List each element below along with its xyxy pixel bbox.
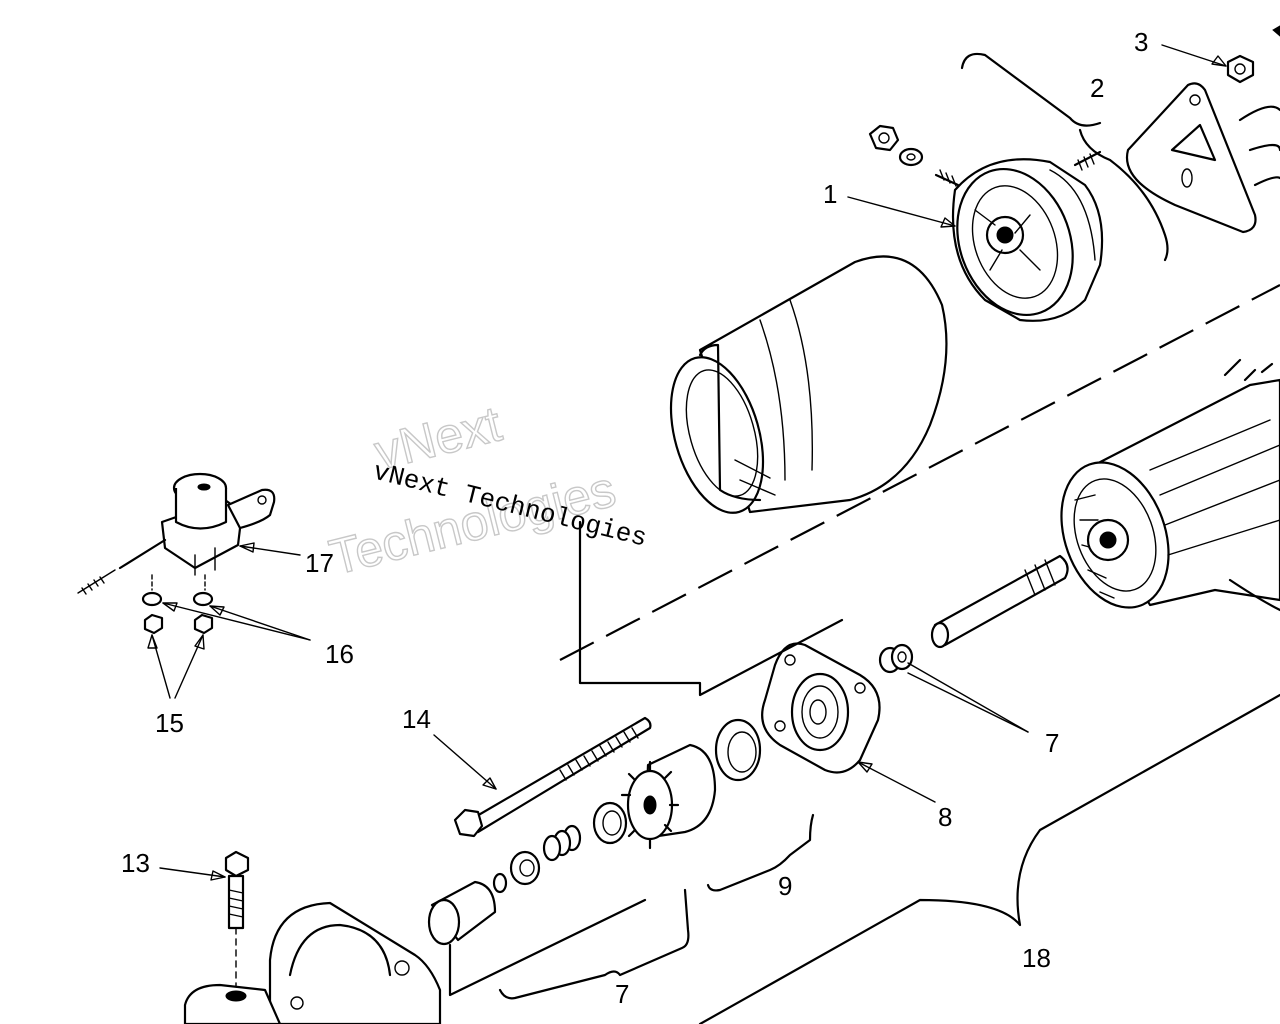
callout-17: 17	[305, 548, 334, 578]
watermark: vNext Technologies vNext Technologies	[323, 395, 649, 587]
bracket-part-2	[960, 52, 1169, 262]
end-bracket-plate	[1125, 82, 1280, 234]
assembly-axis-line	[559, 284, 1280, 661]
callout-8: 8	[938, 802, 952, 832]
leader-lines	[147, 44, 1280, 1024]
callout-3: 3	[1134, 27, 1148, 57]
callout-2: 2	[1090, 73, 1104, 103]
callout-13: 13	[121, 848, 150, 878]
drive-end-plate-part-8	[761, 642, 881, 774]
bushing	[427, 880, 497, 946]
callout-15: 15	[155, 708, 184, 738]
field-frame-housing	[669, 255, 948, 514]
callout-16: 16	[325, 639, 354, 669]
pinion-gear	[620, 743, 717, 850]
washer-pair-part-7	[878, 643, 914, 674]
through-bolt-part-14	[453, 716, 652, 838]
callout-7-lower: 7	[615, 979, 629, 1009]
callout-1: 1	[823, 179, 837, 209]
callout-9: 9	[778, 871, 792, 901]
snap-ring	[714, 718, 762, 782]
nut-part-3	[1226, 25, 1280, 84]
drive-spring-set	[492, 801, 628, 894]
solenoid-part-17	[77, 472, 276, 595]
bolt-part-13	[224, 850, 250, 991]
armature	[930, 358, 1280, 649]
nuts-washers-parts-15-16	[141, 574, 214, 635]
callout-7-upper: 7	[1045, 728, 1059, 758]
callout-labels: 1 2 3 7 7 8 9 13 14 15 16 17 18	[121, 27, 1148, 1009]
end-cap-part-1	[868, 124, 1104, 322]
callout-14: 14	[402, 704, 431, 734]
drive-housing	[183, 901, 442, 1024]
callout-18: 18	[1022, 943, 1051, 973]
